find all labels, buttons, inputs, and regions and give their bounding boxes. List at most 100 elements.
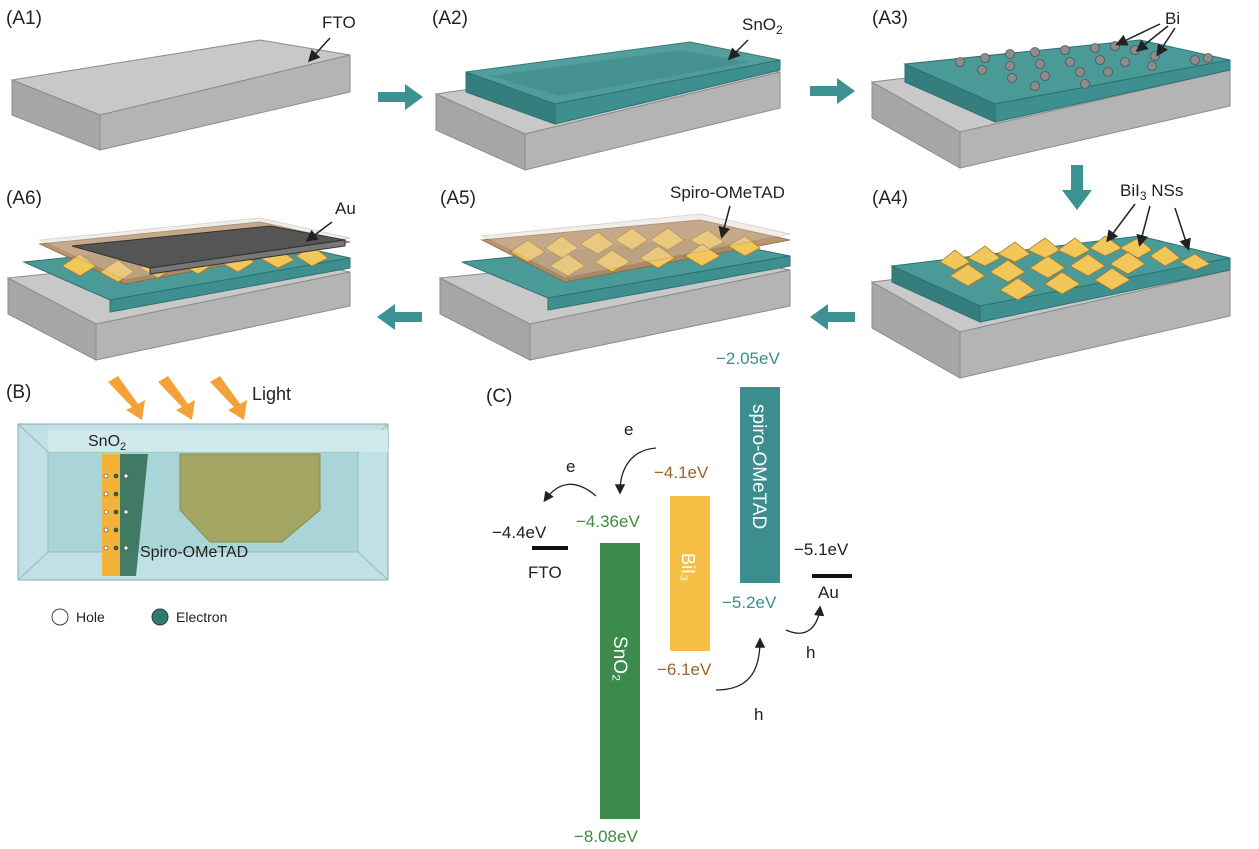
legend-electron-label: Electron — [176, 609, 227, 625]
panel-c-label: (C) — [486, 386, 512, 407]
au-level-label: −5.1eV — [794, 540, 849, 559]
glass-side — [7, 277, 97, 361]
hole-icon — [103, 473, 109, 479]
electron-icon — [113, 545, 119, 551]
process-arrow-2 — [810, 78, 855, 104]
au-name: Au — [818, 583, 839, 602]
electron-icon — [113, 491, 119, 497]
bi-particle — [1035, 59, 1045, 69]
bii3-sheet — [594, 249, 631, 273]
panel-c: (C) −4.4eV FTO SnO₂ −4.36eV −8.08eV BiI₃… — [486, 349, 852, 846]
process-arrow-1 — [378, 84, 423, 110]
step-a3: (A3) — [870, 8, 1231, 169]
annotation-pointer — [307, 37, 331, 63]
bii3-sheet — [1069, 253, 1106, 277]
fto-name: FTO — [528, 563, 562, 582]
sno2-bottom-level: −8.08eV — [574, 827, 638, 846]
bi-particle — [1203, 53, 1213, 63]
bii3-sheet — [997, 241, 1031, 263]
bii3-band-name: BiI₃ — [678, 553, 698, 581]
bii3-sheet — [939, 249, 971, 271]
bii3-sheet — [509, 239, 546, 263]
bii3-stripe — [102, 454, 120, 576]
bii3-sheet — [1109, 251, 1146, 275]
panel-b: (B) Light SnO2 — [6, 376, 389, 626]
annotation-pointer — [1174, 207, 1191, 251]
fto-glass-side — [11, 79, 101, 151]
step-label: (A2) — [432, 8, 468, 29]
box-edge — [17, 423, 49, 453]
electron-icon — [113, 509, 119, 515]
bii3-sheet — [1057, 237, 1091, 259]
panel-a: (A1) FTO (A2) SnO2 (A3) — [6, 8, 1231, 379]
electron-icon — [113, 473, 119, 479]
bi-particle — [1110, 41, 1120, 51]
bii3-band — [670, 496, 710, 651]
bii3-sheet — [989, 259, 1026, 283]
bii3-sheet — [727, 235, 761, 257]
glass-side — [871, 281, 961, 379]
spiro-band — [740, 387, 780, 583]
carriers — [103, 473, 129, 551]
step-a5: (A5) Spiro-OMeTAD — [438, 183, 791, 361]
bii3-sheet — [549, 253, 586, 277]
glass-side — [435, 93, 526, 171]
electron-label: e — [624, 420, 633, 439]
step-label: (A4) — [872, 188, 908, 209]
bi-particle — [1080, 79, 1090, 89]
light-label: Light — [252, 384, 291, 404]
spiro-label: Spiro-OMeTAD — [140, 544, 248, 561]
sno2-layer-front — [547, 255, 791, 311]
annotation-bii3-nss: BiI3 NSs — [1120, 181, 1183, 203]
bi-particle — [1030, 47, 1040, 57]
hole-label: h — [754, 705, 763, 724]
process-arrow-4 — [810, 304, 855, 330]
annotation-fto: FTO — [322, 13, 356, 32]
bi-particle — [1005, 61, 1015, 71]
bii3-sheet — [639, 245, 676, 269]
au-electrode-front — [149, 239, 346, 275]
annotation-au: Au — [335, 199, 356, 218]
bii3-sheet — [684, 243, 721, 267]
light-arrow-icon — [108, 376, 145, 420]
sno2-top-band — [48, 430, 388, 452]
bi-particle — [1095, 55, 1105, 65]
annotation-pointer — [1156, 27, 1176, 57]
annotation-spiro: Spiro-OMeTAD — [670, 183, 785, 202]
hole-icon — [123, 473, 129, 479]
bii3-sheet — [61, 253, 97, 277]
bii3-sheet — [1179, 253, 1211, 271]
light-arrow-icon — [210, 376, 247, 420]
glass-side — [871, 81, 961, 169]
bi-particles — [955, 41, 1213, 91]
hole-icon — [103, 545, 109, 551]
step-label: (A6) — [6, 188, 42, 209]
sno2-layer-front — [109, 257, 351, 313]
bii3-sheet — [99, 259, 135, 283]
bii3-sheet — [1094, 267, 1131, 291]
light-arrow-icon — [158, 376, 195, 420]
bii3-sheet — [967, 245, 1001, 267]
annotation-pointer — [718, 205, 731, 239]
bii3-sheet — [1044, 271, 1081, 295]
sno2-layer-side — [904, 63, 996, 123]
sno2-layer-side — [891, 265, 981, 323]
bi-particle — [1103, 67, 1113, 77]
bii3-nanosheets — [509, 227, 761, 277]
legend: Hole Electron — [51, 608, 227, 626]
step-a4: (A4) — [870, 181, 1231, 379]
hole-transfer-arrow — [785, 605, 825, 634]
annotation-bi: Bi — [1165, 9, 1180, 28]
spiro-glass-overlay — [480, 213, 791, 279]
bii3-sheet — [649, 227, 685, 251]
spiro-band-name: spiro-OMeTAD — [748, 404, 769, 529]
hole-icon — [103, 509, 109, 515]
hole-label: h — [806, 643, 815, 662]
bi-particle — [1190, 55, 1200, 65]
box-edge — [357, 551, 389, 581]
step-a2: (A2) SnO2 — [432, 8, 783, 171]
step-a6: (A6) Au — [6, 188, 356, 361]
electron-icon — [113, 527, 119, 533]
annotation-pointer — [1115, 23, 1161, 46]
